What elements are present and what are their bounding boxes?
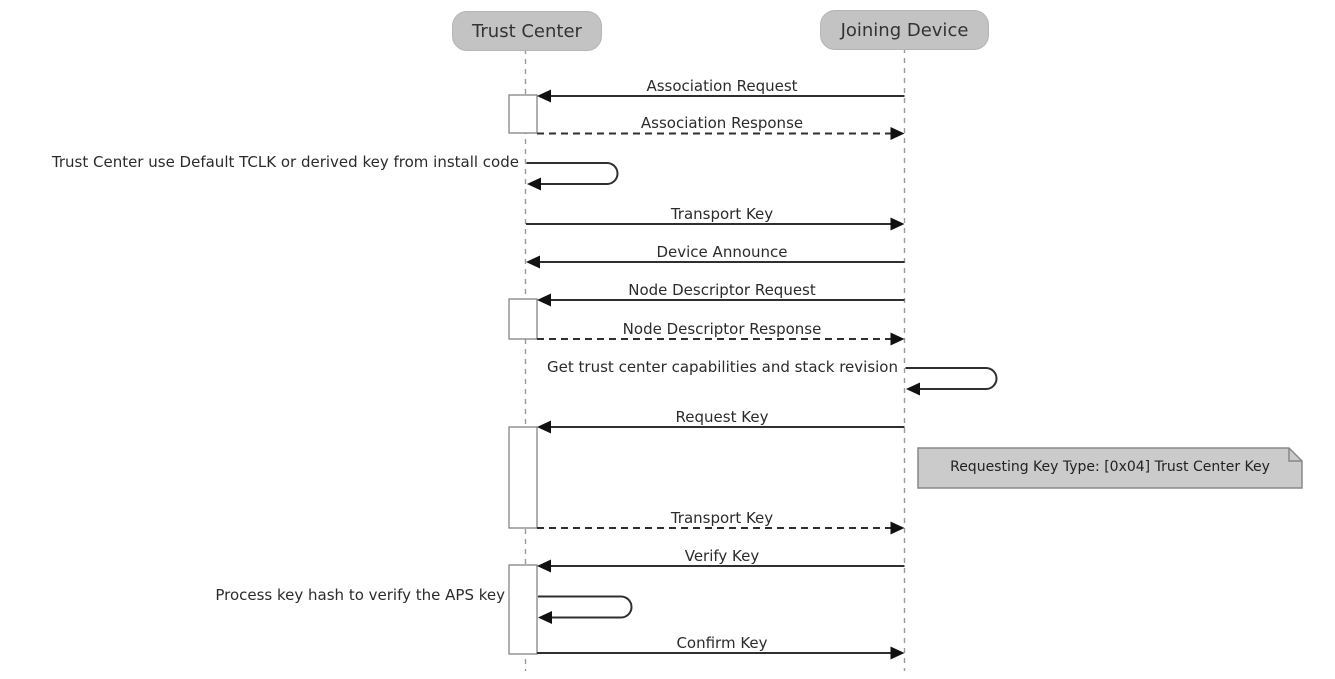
- message-arrow-verify-key: [537, 559, 905, 573]
- message-arrow-association-request: [537, 89, 905, 103]
- message-label-node-descriptor-request: Node Descriptor Request: [628, 281, 816, 299]
- message-arrow-node-descriptor-request: [537, 293, 905, 307]
- self-message-default-tclk: [526, 162, 619, 191]
- message-arrow-device-announce: [526, 255, 905, 269]
- message-label-verify-key: Verify Key: [684, 547, 760, 565]
- message-arrow-request-key: [537, 420, 905, 434]
- message-arrow-node-descriptor-response: [537, 332, 905, 346]
- self-message-get-capabilities: [905, 367, 998, 396]
- message-label-association-request: Association Request: [646, 77, 798, 95]
- note-label-requesting-key-type: Requesting Key Type: [0x04] Trust Center…: [950, 459, 1270, 475]
- self-message-label-default-tclk: Trust Center use Default TCLK or derived…: [51, 153, 519, 171]
- participant-joining-device: Joining Device: [820, 10, 989, 50]
- participant-label: Trust Center: [472, 20, 582, 42]
- message-label-device-announce: Device Announce: [656, 243, 788, 261]
- message-arrow-confirm-key: [537, 646, 905, 660]
- message-arrow-association-response: [537, 127, 905, 140]
- message-label-transport-key-1: Transport Key: [670, 205, 774, 223]
- message-label-transport-key-2: Transport Key: [670, 509, 774, 527]
- activation-bar: [508, 94, 538, 655]
- message-arrow-transport-key-1: [526, 217, 905, 231]
- self-message-process-key-hash: [538, 595, 633, 624]
- self-message-label-get-capabilities: Get trust center capabilities and stack …: [547, 358, 898, 376]
- participant-label: Joining Device: [840, 19, 969, 41]
- message-label-request-key: Request Key: [675, 408, 769, 426]
- message-arrow-transport-key-2: [537, 521, 905, 535]
- self-message-label-process-key-hash: Process key hash to verify the APS key: [215, 586, 505, 604]
- participant-trust-center: Trust Center: [452, 11, 602, 51]
- message-label-node-descriptor-response: Node Descriptor Response: [622, 320, 822, 338]
- message-label-association-response: Association Response: [640, 114, 804, 132]
- note-box: [917, 447, 1303, 489]
- message-label-confirm-key: Confirm Key: [676, 634, 768, 652]
